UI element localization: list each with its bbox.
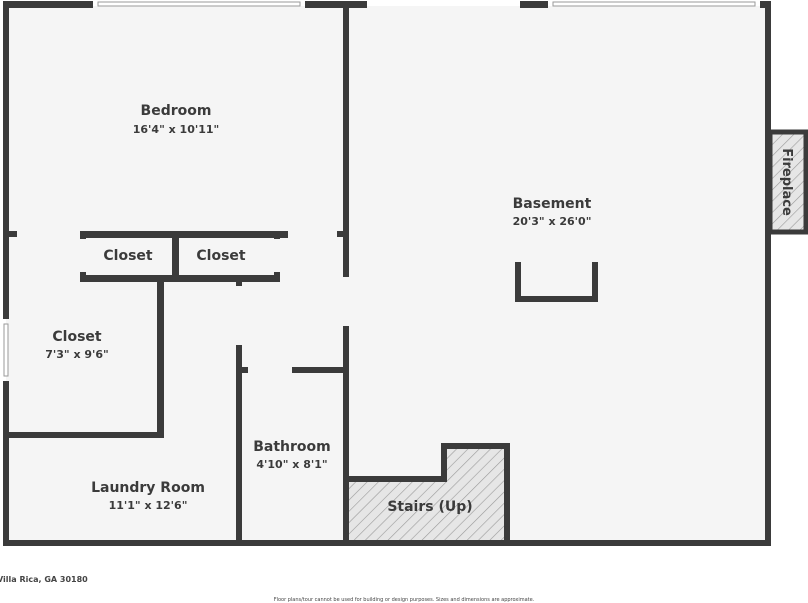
- room-name-basement: Basement: [513, 196, 592, 212]
- room-name-laundry: Laundry Room: [91, 480, 205, 496]
- address-label: Villa Rica, GA 30180: [0, 575, 88, 584]
- floor-area: [6, 6, 768, 543]
- room-dims-basement: 20'3" x 26'0": [513, 215, 592, 228]
- walls: [3, 1, 771, 546]
- room-name-stairs: Stairs (Up): [387, 499, 472, 515]
- windows: [3, 1, 756, 377]
- room-dims-bathroom: 4'10" x 8'1": [256, 458, 327, 471]
- room-name-closet: Closet: [52, 329, 102, 345]
- fireplace-label: Fireplace: [779, 148, 794, 216]
- room-name-bedroom: Bedroom: [141, 103, 212, 119]
- room-name-closet: Closet: [196, 248, 246, 264]
- stairs-area: [349, 446, 507, 540]
- disclaimer: Floor plans/tour cannot be used for buil…: [273, 597, 535, 603]
- room-name-closet: Closet: [103, 248, 153, 264]
- room-dims-closet: 7'3" x 9'6": [45, 348, 109, 361]
- room-name-bathroom: Bathroom: [253, 439, 331, 455]
- room-dims-bedroom: 16'4" x 10'11": [133, 123, 220, 136]
- room-dims-laundry: 11'1" x 12'6": [109, 499, 188, 512]
